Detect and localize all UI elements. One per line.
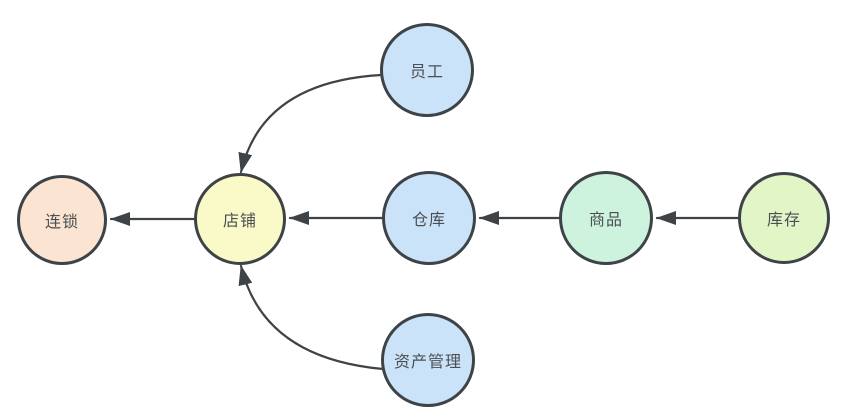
node-shangpin-label: 商品 xyxy=(588,212,623,229)
node-shangpin: 商品 xyxy=(559,171,653,265)
edge-yuangong-to-dianpu xyxy=(238,73,383,174)
node-dianpu: 店铺 xyxy=(194,173,286,265)
node-zichan-label: 资产管理 xyxy=(393,354,462,371)
node-yuangong-label: 员工 xyxy=(409,64,444,81)
node-kucun: 库存 xyxy=(738,172,830,264)
node-zichan: 资产管理 xyxy=(381,313,475,407)
node-cangku-label: 仓库 xyxy=(411,212,446,229)
node-dianpu-label: 店铺 xyxy=(222,213,257,230)
node-cangku: 仓库 xyxy=(382,171,476,265)
node-liansuo: 连锁 xyxy=(17,175,107,265)
node-yuangong: 员工 xyxy=(380,23,474,117)
node-liansuo-label: 连锁 xyxy=(44,214,79,231)
edge-zichan-to-dianpu xyxy=(238,264,385,371)
node-kucun-label: 库存 xyxy=(766,212,801,229)
